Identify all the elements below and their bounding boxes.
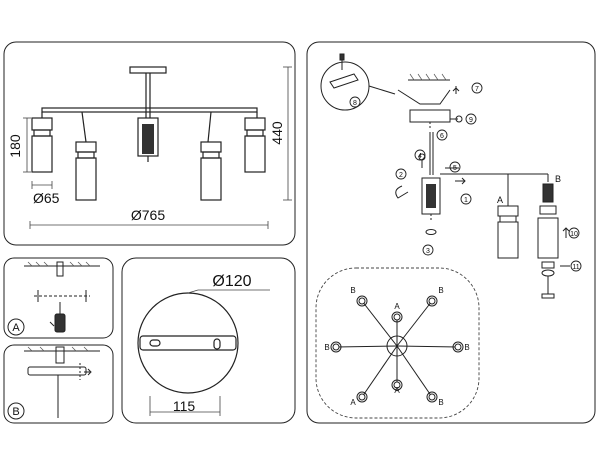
top-view-socket <box>426 391 438 403</box>
top-view-label: B <box>464 343 469 352</box>
top-view-label: B <box>350 286 355 295</box>
label-b-circle <box>7 402 25 420</box>
step-8: 8 <box>353 100 357 107</box>
top-view-label: A <box>350 398 356 407</box>
top-view-socket <box>454 343 462 351</box>
label-a: A <box>12 322 20 334</box>
step-7: 7 <box>475 86 479 93</box>
main-dimension-lines <box>23 66 292 229</box>
top-view-socket <box>356 391 368 403</box>
step-9: 9 <box>469 117 473 124</box>
top-view-label: B <box>324 343 329 352</box>
label-a-circle <box>7 318 25 336</box>
top-view-arm <box>396 300 433 347</box>
label-b: B <box>12 406 19 418</box>
step-10: 10 <box>570 231 578 238</box>
top-view-socket <box>391 311 403 323</box>
step-11: 11 <box>572 264 579 271</box>
canopy-dia: Ø120 <box>212 273 251 290</box>
top-view-socket <box>356 295 368 307</box>
top-view-socket <box>393 313 401 321</box>
canopy-spacing: 115 <box>173 398 196 414</box>
mounting-plate-view <box>24 346 100 418</box>
top-view-outline <box>315 267 480 419</box>
top-view-socket <box>393 381 401 389</box>
top-view-socket <box>391 379 403 391</box>
top-view-label: B <box>438 398 443 407</box>
top-view-socket <box>330 341 342 353</box>
step-5: 5 <box>453 165 457 172</box>
top-view-socket <box>332 343 340 351</box>
panel-assembly-outline <box>306 41 596 424</box>
top-view-socket <box>428 393 436 401</box>
top-view-label: A <box>394 386 400 395</box>
assembly-label-a: A <box>497 195 503 205</box>
ceiling-drill-view <box>24 261 100 333</box>
top-view-label: A <box>394 302 400 311</box>
dim-span: Ø765 <box>131 207 165 223</box>
top-view-socket <box>358 297 366 305</box>
step-4: 4 <box>418 153 422 160</box>
dim-shade-dia: Ø65 <box>33 190 60 206</box>
top-view-socket <box>452 341 464 353</box>
panel-main-outline <box>3 41 296 246</box>
top-view-label: B <box>438 286 443 295</box>
assembly-step-markers <box>349 82 582 272</box>
top-view-arm <box>335 345 398 348</box>
top-view-arm <box>396 345 433 398</box>
step-2: 2 <box>399 172 403 179</box>
top-view-arms: B A B B B A A B <box>324 286 469 407</box>
top-view-socket <box>426 295 438 307</box>
step-3: 3 <box>426 248 430 255</box>
top-view-socket <box>358 393 366 401</box>
assembly-exploded-view <box>320 53 570 299</box>
panel-canopy-outline <box>121 257 296 424</box>
top-view-arm <box>396 345 459 348</box>
top-view-socket <box>428 297 436 305</box>
panel-b-outline <box>3 344 114 424</box>
dim-height-total: 440 <box>269 121 285 145</box>
top-view-arm <box>361 300 398 347</box>
canopy-plate-view <box>137 289 270 416</box>
panel-a-outline <box>3 257 114 339</box>
dim-height-shade: 180 <box>7 134 23 158</box>
step-6: 6 <box>440 133 444 140</box>
fixture-front-view <box>31 66 266 201</box>
assembly-label-b: B <box>555 174 561 184</box>
top-view-arm <box>361 345 398 398</box>
step-1: 1 <box>464 197 468 204</box>
